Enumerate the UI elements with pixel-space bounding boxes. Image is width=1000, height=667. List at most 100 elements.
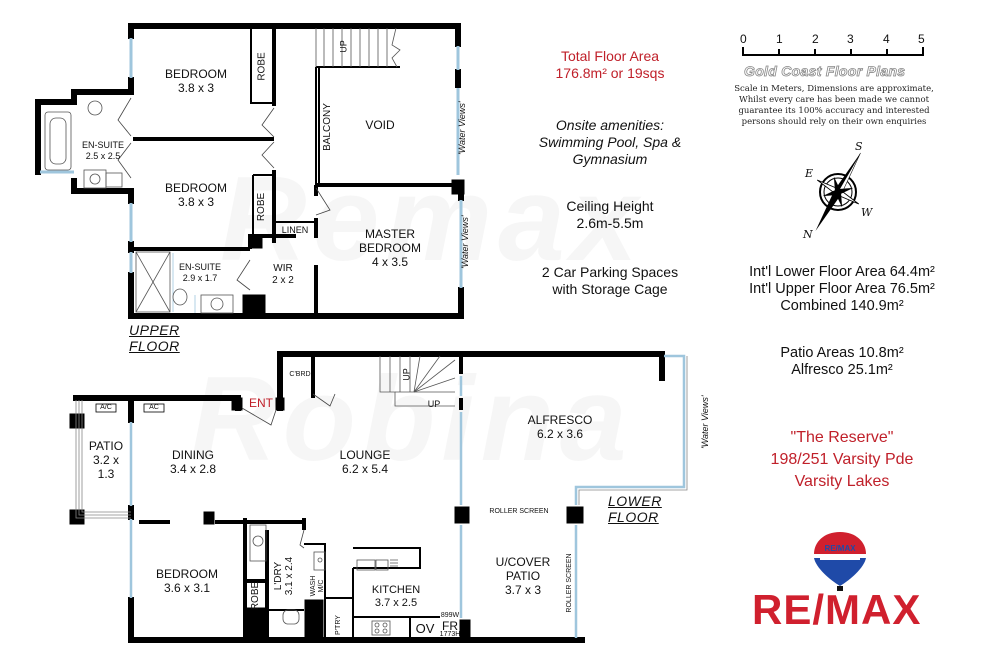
- scale-tick-3: 3: [847, 32, 854, 46]
- ac-label-1: A/C: [100, 404, 112, 411]
- gold-coast-floor-plans-brand: Gold Coast Floor Plans: [744, 63, 906, 80]
- amenities-line3: Gymnasium: [572, 151, 648, 167]
- room-kitchen: KITCHEN 3.7 x 2.5: [366, 584, 426, 610]
- outdoor-areas: Patio Areas 10.8m² Alfresco 25.1m²: [742, 345, 942, 379]
- roller-screen-label-1: ROLLER SCREEN: [489, 508, 549, 515]
- lower-floor-area: Int'l Lower Floor Area 64.4m²: [749, 264, 935, 280]
- water-views-upper-2: 'Water Views': [460, 215, 470, 269]
- oven-label: OV: [415, 621, 435, 636]
- room-size: 6.2 x 3.6: [536, 427, 584, 441]
- room-wir: WIR 2 x 2: [268, 263, 298, 287]
- entry-label: ENT: [249, 396, 273, 410]
- room-name: PATIO: [88, 439, 124, 453]
- upper-floor-tag: UPPER FLOOR: [129, 322, 180, 354]
- ac-label-2: AC: [149, 404, 159, 411]
- room-size: 2 x 2: [272, 275, 294, 286]
- disclaimer-line2: Whilst every care has been made we canno…: [738, 95, 930, 105]
- patio-areas: Patio Areas 10.8m²: [780, 345, 904, 361]
- room-size: 6.2 x 5.4: [341, 462, 389, 476]
- stairs-up-lower-1: UP: [401, 368, 412, 381]
- total-floor-area: Total Floor Area 176.8m² or 19sqs: [520, 48, 700, 82]
- robe-label-upper-2: ROBE: [256, 192, 267, 222]
- disclaimer: Scale in Meters, Dimensions are approxim…: [724, 84, 944, 128]
- room-size: 2.5 x 2.5: [85, 151, 121, 161]
- room-name-line2: PATIO: [505, 569, 541, 583]
- water-views-lower: 'Water Views': [700, 395, 710, 449]
- room-patio: PATIO 3.2 x 1.3: [86, 439, 126, 481]
- fridge-height-label: 1773H: [439, 631, 461, 638]
- scale-tick-2: 2: [812, 32, 819, 46]
- room-name: EN-SUITE: [81, 140, 124, 150]
- floor-tag-line1: UPPER: [129, 322, 180, 338]
- room-master-bedroom: MASTER BEDROOM 4 x 3.5: [355, 227, 425, 269]
- pantry-label: P'TRY: [335, 615, 342, 635]
- floor-tag-line1: LOWER: [608, 493, 662, 509]
- room-bedroom-1: BEDROOM 3.8 x 3: [160, 67, 232, 95]
- scale-bar: 0 1 2 3 4 5: [738, 32, 928, 58]
- room-alfresco: ALFRESCO 6.2 x 3.6: [520, 413, 600, 441]
- scale-tick-5: 5: [918, 32, 925, 46]
- compass-e: E: [805, 167, 814, 180]
- upper-floor-area: Int'l Upper Floor Area 76.5m²: [749, 281, 935, 297]
- room-ensuite-1: EN-SUITE 2.5 x 2.5: [79, 140, 127, 162]
- address-line3: Varsity Lakes: [794, 473, 890, 490]
- address-line1: "The Reserve": [790, 429, 894, 446]
- room-size: 3.8 x 3: [177, 195, 215, 209]
- room-name: KITCHEN: [371, 584, 421, 596]
- room-name: WIR: [273, 263, 293, 274]
- ceiling-title: Ceiling Height: [566, 198, 654, 214]
- total-area-value: 176.8m² or 19sqs: [555, 65, 665, 81]
- room-size: 3.8 x 3: [177, 81, 215, 95]
- room-name-line1: MASTER: [364, 227, 415, 241]
- parking-line2: with Storage Cage: [552, 281, 668, 297]
- ceiling-height: Ceiling Height 2.6m-5.5m: [520, 198, 700, 232]
- ceiling-value: 2.6m-5.5m: [576, 215, 644, 231]
- room-size: 3.4 x 2.8: [169, 462, 217, 476]
- car-parking: 2 Car Parking Spaces with Storage Cage: [500, 264, 720, 298]
- compass-rose-icon: S E W N: [795, 140, 885, 245]
- room-lounge: LOUNGE 6.2 x 5.4: [330, 448, 400, 476]
- room-laundry: L'DRY 3.1 x 2.4: [273, 547, 295, 605]
- room-void: VOID: [365, 118, 395, 132]
- room-size: 3.6 x 3.1: [163, 581, 211, 595]
- stairs-up-upper: UP: [338, 40, 349, 53]
- wash-line2: M/C: [318, 579, 325, 593]
- water-views-upper-1: 'Water Views': [457, 101, 467, 155]
- fridge-width-label: 899W: [440, 612, 460, 619]
- property-address: "The Reserve" 198/251 Varsity Pde Varsit…: [742, 427, 942, 493]
- balloon-text: RE/MAX: [824, 544, 856, 553]
- room-name: BEDROOM: [155, 567, 218, 581]
- scale-tick-4: 4: [883, 32, 890, 46]
- amenities-line2: Swimming Pool, Spa &: [538, 134, 682, 150]
- linen-label: LINEN: [281, 225, 309, 235]
- room-name: ALFRESCO: [527, 413, 593, 427]
- roller-screen-label-2: ROLLER SCREEN: [566, 553, 573, 613]
- total-area-title: Total Floor Area: [560, 48, 660, 64]
- room-name-line1: U/COVER: [495, 555, 551, 569]
- remax-logo: RE/MAX: [752, 586, 922, 633]
- room-size: 4 x 3.5: [371, 255, 409, 269]
- lower-floor-tag: LOWER FLOOR: [608, 493, 662, 525]
- onsite-amenities: Onsite amenities: Swimming Pool, Spa & G…: [500, 117, 720, 168]
- alfresco-area: Alfresco 25.1m²: [791, 362, 893, 378]
- robe-label-upper-1: ROBE: [256, 52, 268, 81]
- room-name: LOUNGE: [339, 448, 391, 462]
- disclaimer-line1: Scale in Meters, Dimensions are approxim…: [734, 84, 934, 94]
- compass-w: W: [861, 206, 873, 219]
- wash-line1: WASH: [310, 575, 317, 597]
- room-name: EN-SUITE: [178, 262, 221, 272]
- stairs-up-lower-2: UP: [427, 399, 441, 409]
- remax-balloon-icon: RE/MAX: [812, 530, 868, 591]
- amenities-line1: Onsite amenities:: [555, 117, 665, 133]
- scale-ruler-icon: [742, 47, 924, 56]
- combined-area: Combined 140.9m²: [780, 298, 904, 314]
- scale-tick-0: 0: [740, 32, 747, 46]
- room-size: 3.7 x 2.5: [374, 597, 418, 609]
- floor-areas: Int'l Lower Floor Area 64.4m² Int'l Uppe…: [722, 264, 962, 315]
- balcony-label: BALCONY: [322, 103, 333, 151]
- robe-label-lower: ROBE: [250, 581, 261, 611]
- room-size: 3.7 x 3: [504, 583, 542, 597]
- address-line2: 198/251 Varsity Pde: [770, 451, 914, 468]
- room-size: 3.1 x 2.4: [284, 556, 295, 596]
